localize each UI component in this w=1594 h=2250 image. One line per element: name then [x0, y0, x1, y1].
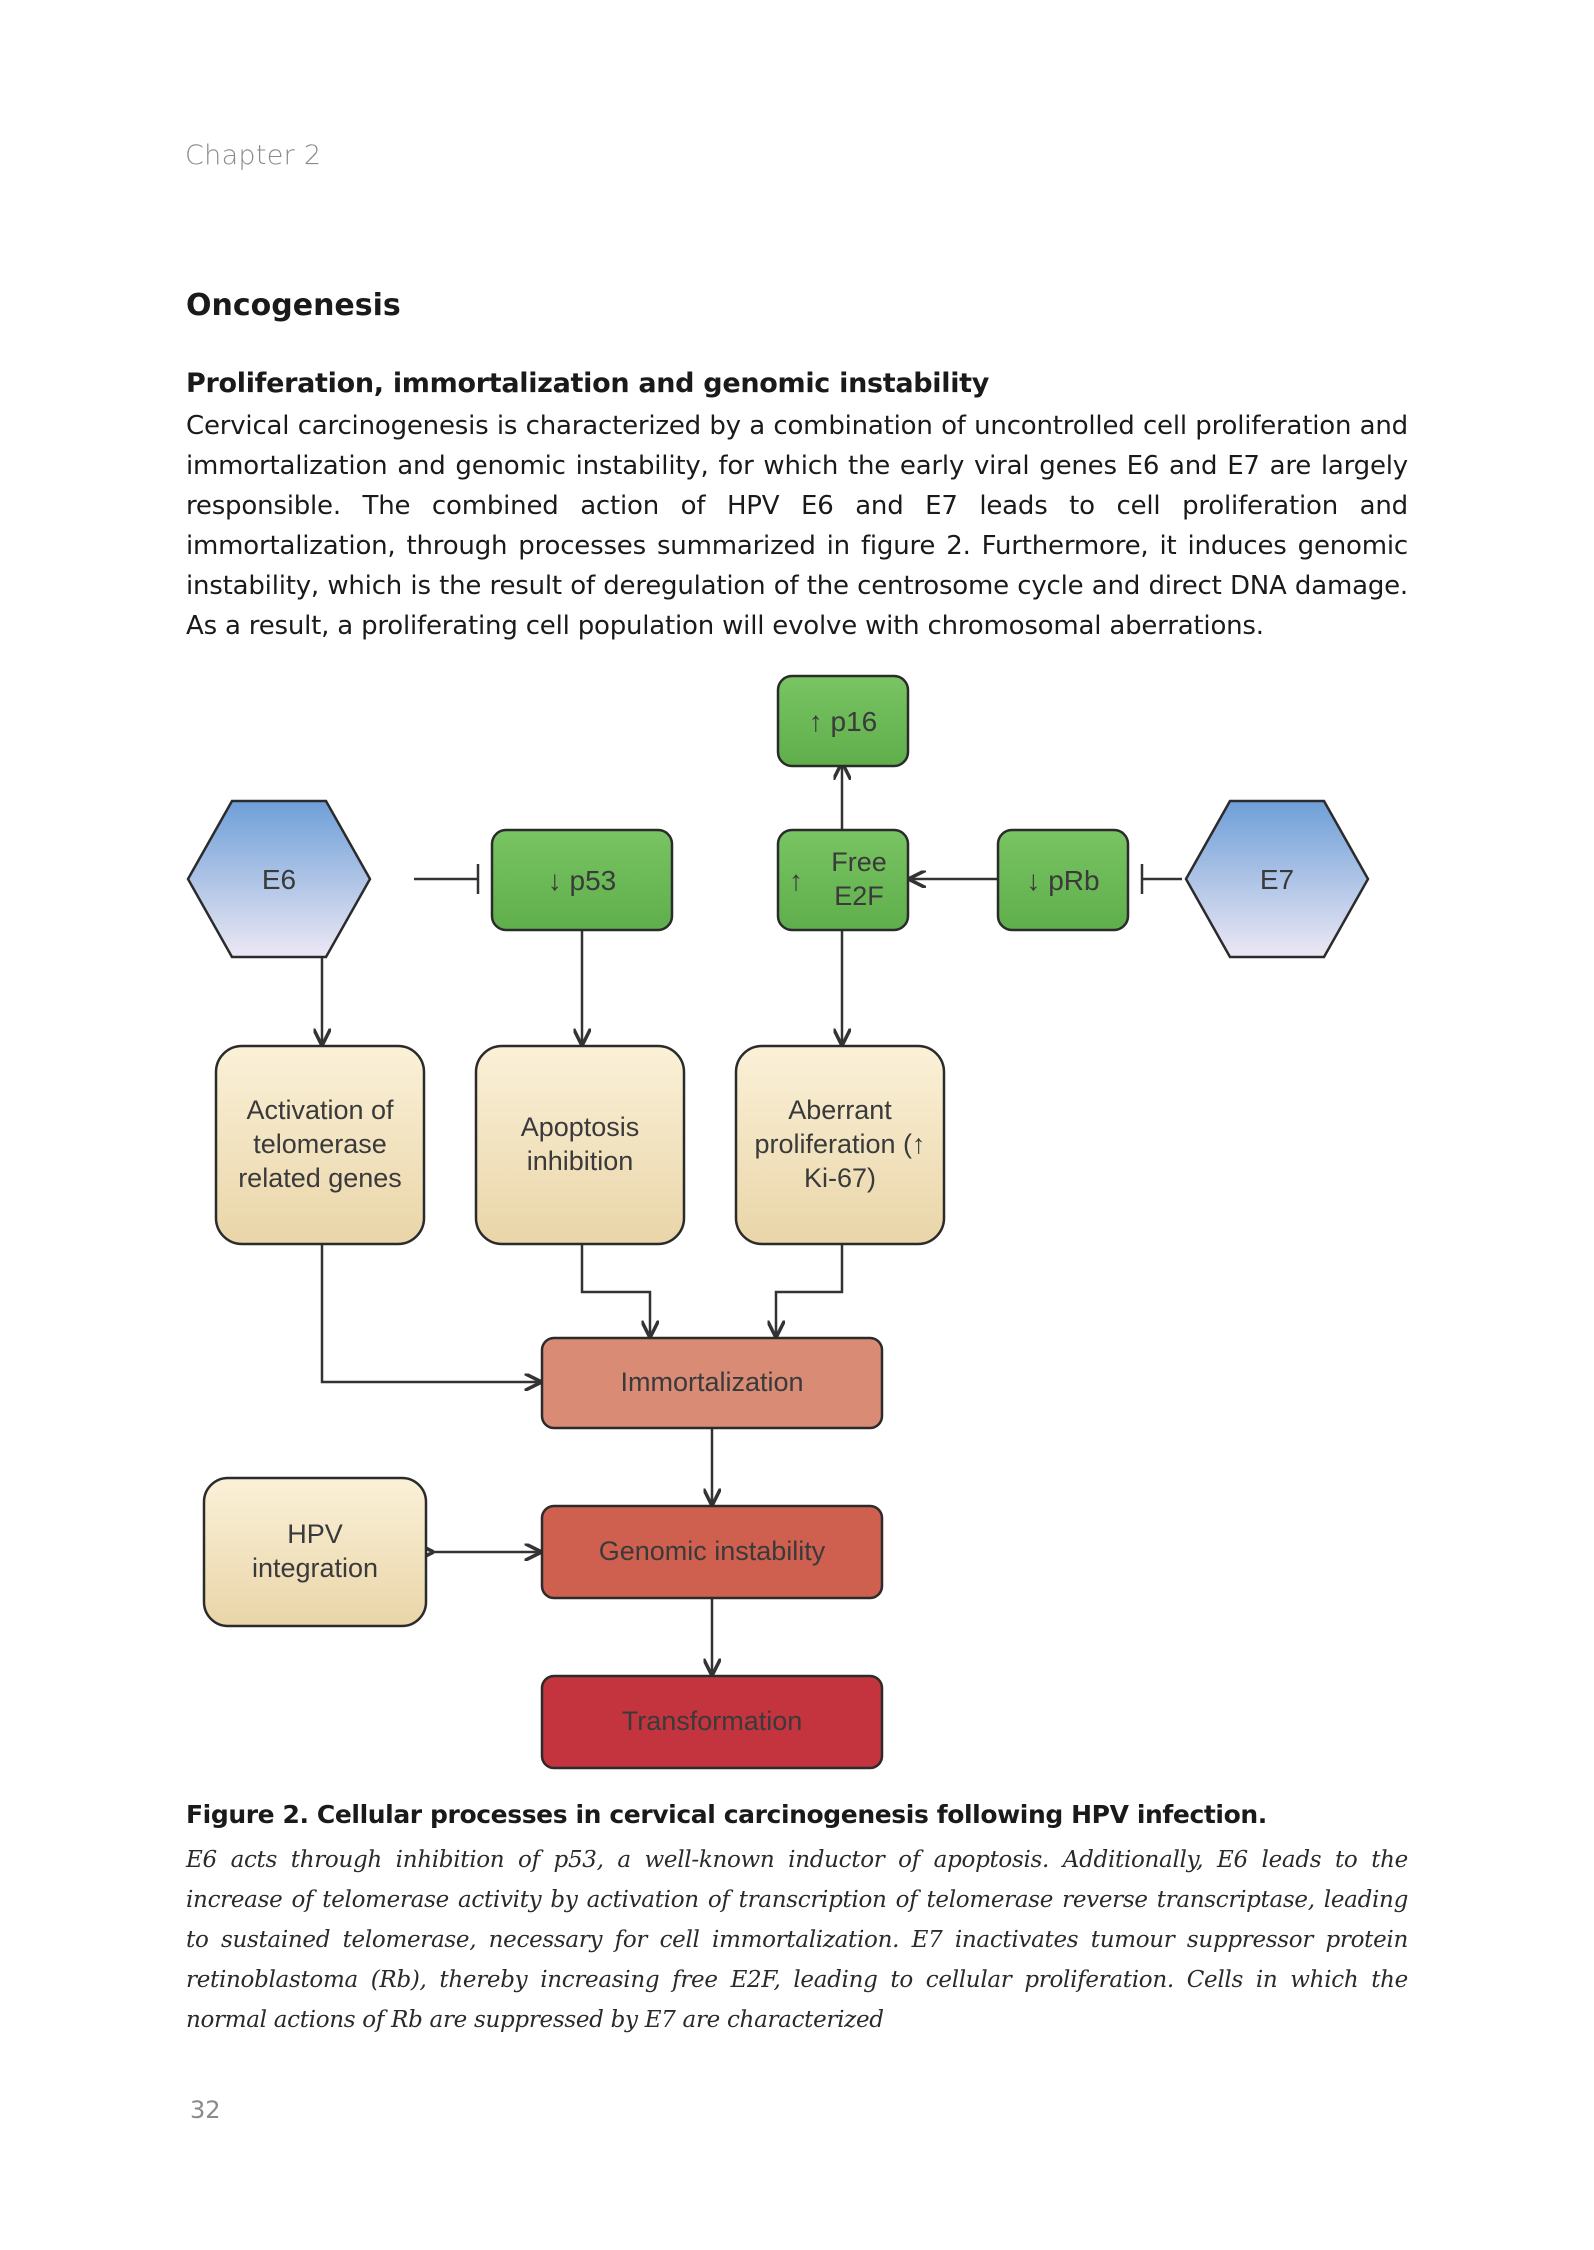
- apoptosis-label: Apoptosis inhibition: [520, 1112, 640, 1176]
- genomic-instability-box: [540, 1504, 884, 1600]
- telomerase-label: Activation of telomerase related genes: [238, 1095, 402, 1193]
- immortalization-label: Immortalization: [620, 1367, 804, 1398]
- section-title: Oncogenesis: [186, 288, 401, 323]
- telomerase-box: [214, 1044, 426, 1246]
- e7-label: E7: [1259, 863, 1295, 895]
- p16-label: ↑ p16: [808, 705, 878, 737]
- hpv-integration-box: [202, 1476, 428, 1628]
- apoptosis-box: [474, 1044, 686, 1246]
- page-number: 32: [190, 2096, 221, 2124]
- immortalization-box: [540, 1336, 884, 1430]
- transformation-box: [540, 1674, 884, 1770]
- prb-box: [996, 828, 1130, 932]
- aberrant-box: [734, 1044, 946, 1246]
- p53-label: ↓ p53: [547, 864, 617, 896]
- body-paragraph: Cervical carcinogenesis is characterized…: [186, 411, 1408, 641]
- e2f-label: Free E2F: [831, 847, 887, 911]
- figure-caption-title: Figure 2. Cellular processes in cervical…: [186, 1800, 1267, 1829]
- subsection-title: Proliferation, immortalization and genom…: [186, 368, 990, 399]
- hpv-integration-label: HPV integration: [251, 1519, 379, 1583]
- arrow-telomerase-immortalization: [320, 1244, 540, 1382]
- e6-label: E6: [261, 863, 297, 895]
- e7-hexagon: [1184, 799, 1370, 959]
- e6-hexagon: [186, 799, 372, 959]
- transformation-label: Transformation: [621, 1706, 803, 1737]
- arrow-apoptosis-immortalization: [580, 1244, 650, 1336]
- aberrant-label: Aberrant proliferation (↑ Ki-67): [754, 1095, 926, 1193]
- chapter-label: Chapter 2: [185, 140, 322, 171]
- p53-box: [490, 828, 674, 932]
- e2f-up-arrow: ↑: [789, 864, 803, 896]
- figure-2-diagram: E6 E7 ↑ p16 ↓ p53 ↑ Free E2F ↓ pRb Activ…: [186, 672, 1408, 1782]
- figure-caption-body: E6 acts through inhibition of p53, a wel…: [186, 1847, 1408, 2033]
- arrow-aberrant-immortalization: [776, 1244, 844, 1336]
- diagram-canvas: [186, 674, 1370, 1770]
- prb-label: ↓ pRb: [1026, 864, 1100, 896]
- p16-box: [776, 674, 910, 768]
- e2f-box: [776, 828, 910, 932]
- genomic-instability-label: Genomic instability: [598, 1536, 826, 1567]
